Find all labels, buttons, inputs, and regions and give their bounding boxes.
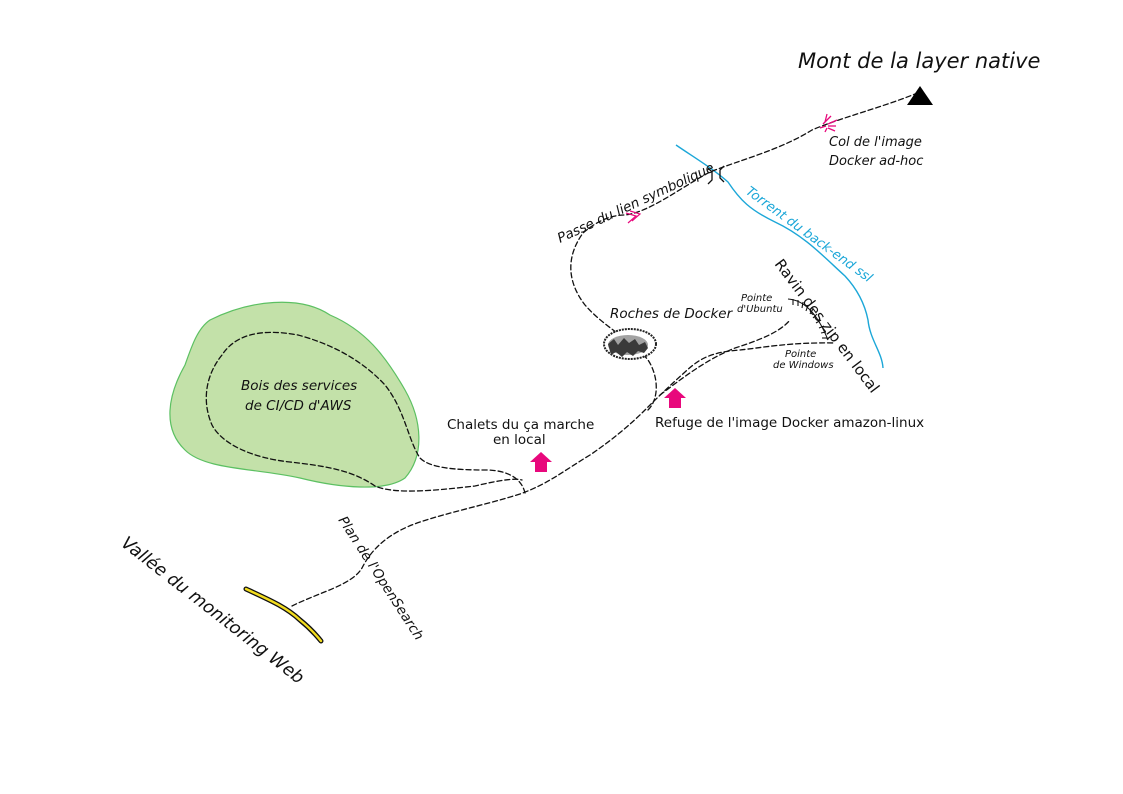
summit-label: Mont de la layer native xyxy=(798,49,1040,73)
bois-label-line1: Bois des services xyxy=(241,378,357,394)
chalets-label-line1: Chalets du ça marche xyxy=(447,417,594,433)
trail-ubuntu xyxy=(659,319,791,396)
roches-label: Roches de Docker xyxy=(610,306,734,322)
trail-forest-loop xyxy=(205,331,526,494)
col-label-line1: Col de l'image xyxy=(829,135,922,150)
pointe-ubuntu-line2: d'Ubuntu xyxy=(737,304,783,315)
bridge-icon xyxy=(707,165,725,185)
torrent-label: Torrent du back-end ssl xyxy=(743,184,875,286)
summit-triangle-icon xyxy=(907,86,933,105)
trail-main xyxy=(291,342,836,607)
pointe-windows-line2: de Windows xyxy=(773,360,834,371)
rocks-icon xyxy=(603,328,657,360)
chalets-label-line2: en local xyxy=(493,432,546,448)
plan-label: Plan de l'OpenSearch xyxy=(335,513,427,643)
river xyxy=(675,144,884,369)
refuge-label: Refuge de l'image Docker amazon-linux xyxy=(655,415,924,431)
pointe-ubuntu-line1: Pointe xyxy=(741,293,772,304)
forest-area xyxy=(169,301,420,488)
passe-label: Passe du lien symbolique xyxy=(555,160,717,247)
shelter-icon xyxy=(664,388,686,408)
col-label-line2: Docker ad-hoc xyxy=(829,154,923,169)
col-marker-icon xyxy=(819,113,838,133)
bois-label-line2: de CI/CD d'AWS xyxy=(245,398,352,414)
pointe-windows-line1: Pointe xyxy=(785,349,816,360)
chevron-marker-icon xyxy=(625,210,642,224)
cliff-hatch-icon xyxy=(787,298,829,341)
vallee-label: Vallée du monitoring Web xyxy=(117,533,308,688)
shelter-icon xyxy=(530,452,552,472)
